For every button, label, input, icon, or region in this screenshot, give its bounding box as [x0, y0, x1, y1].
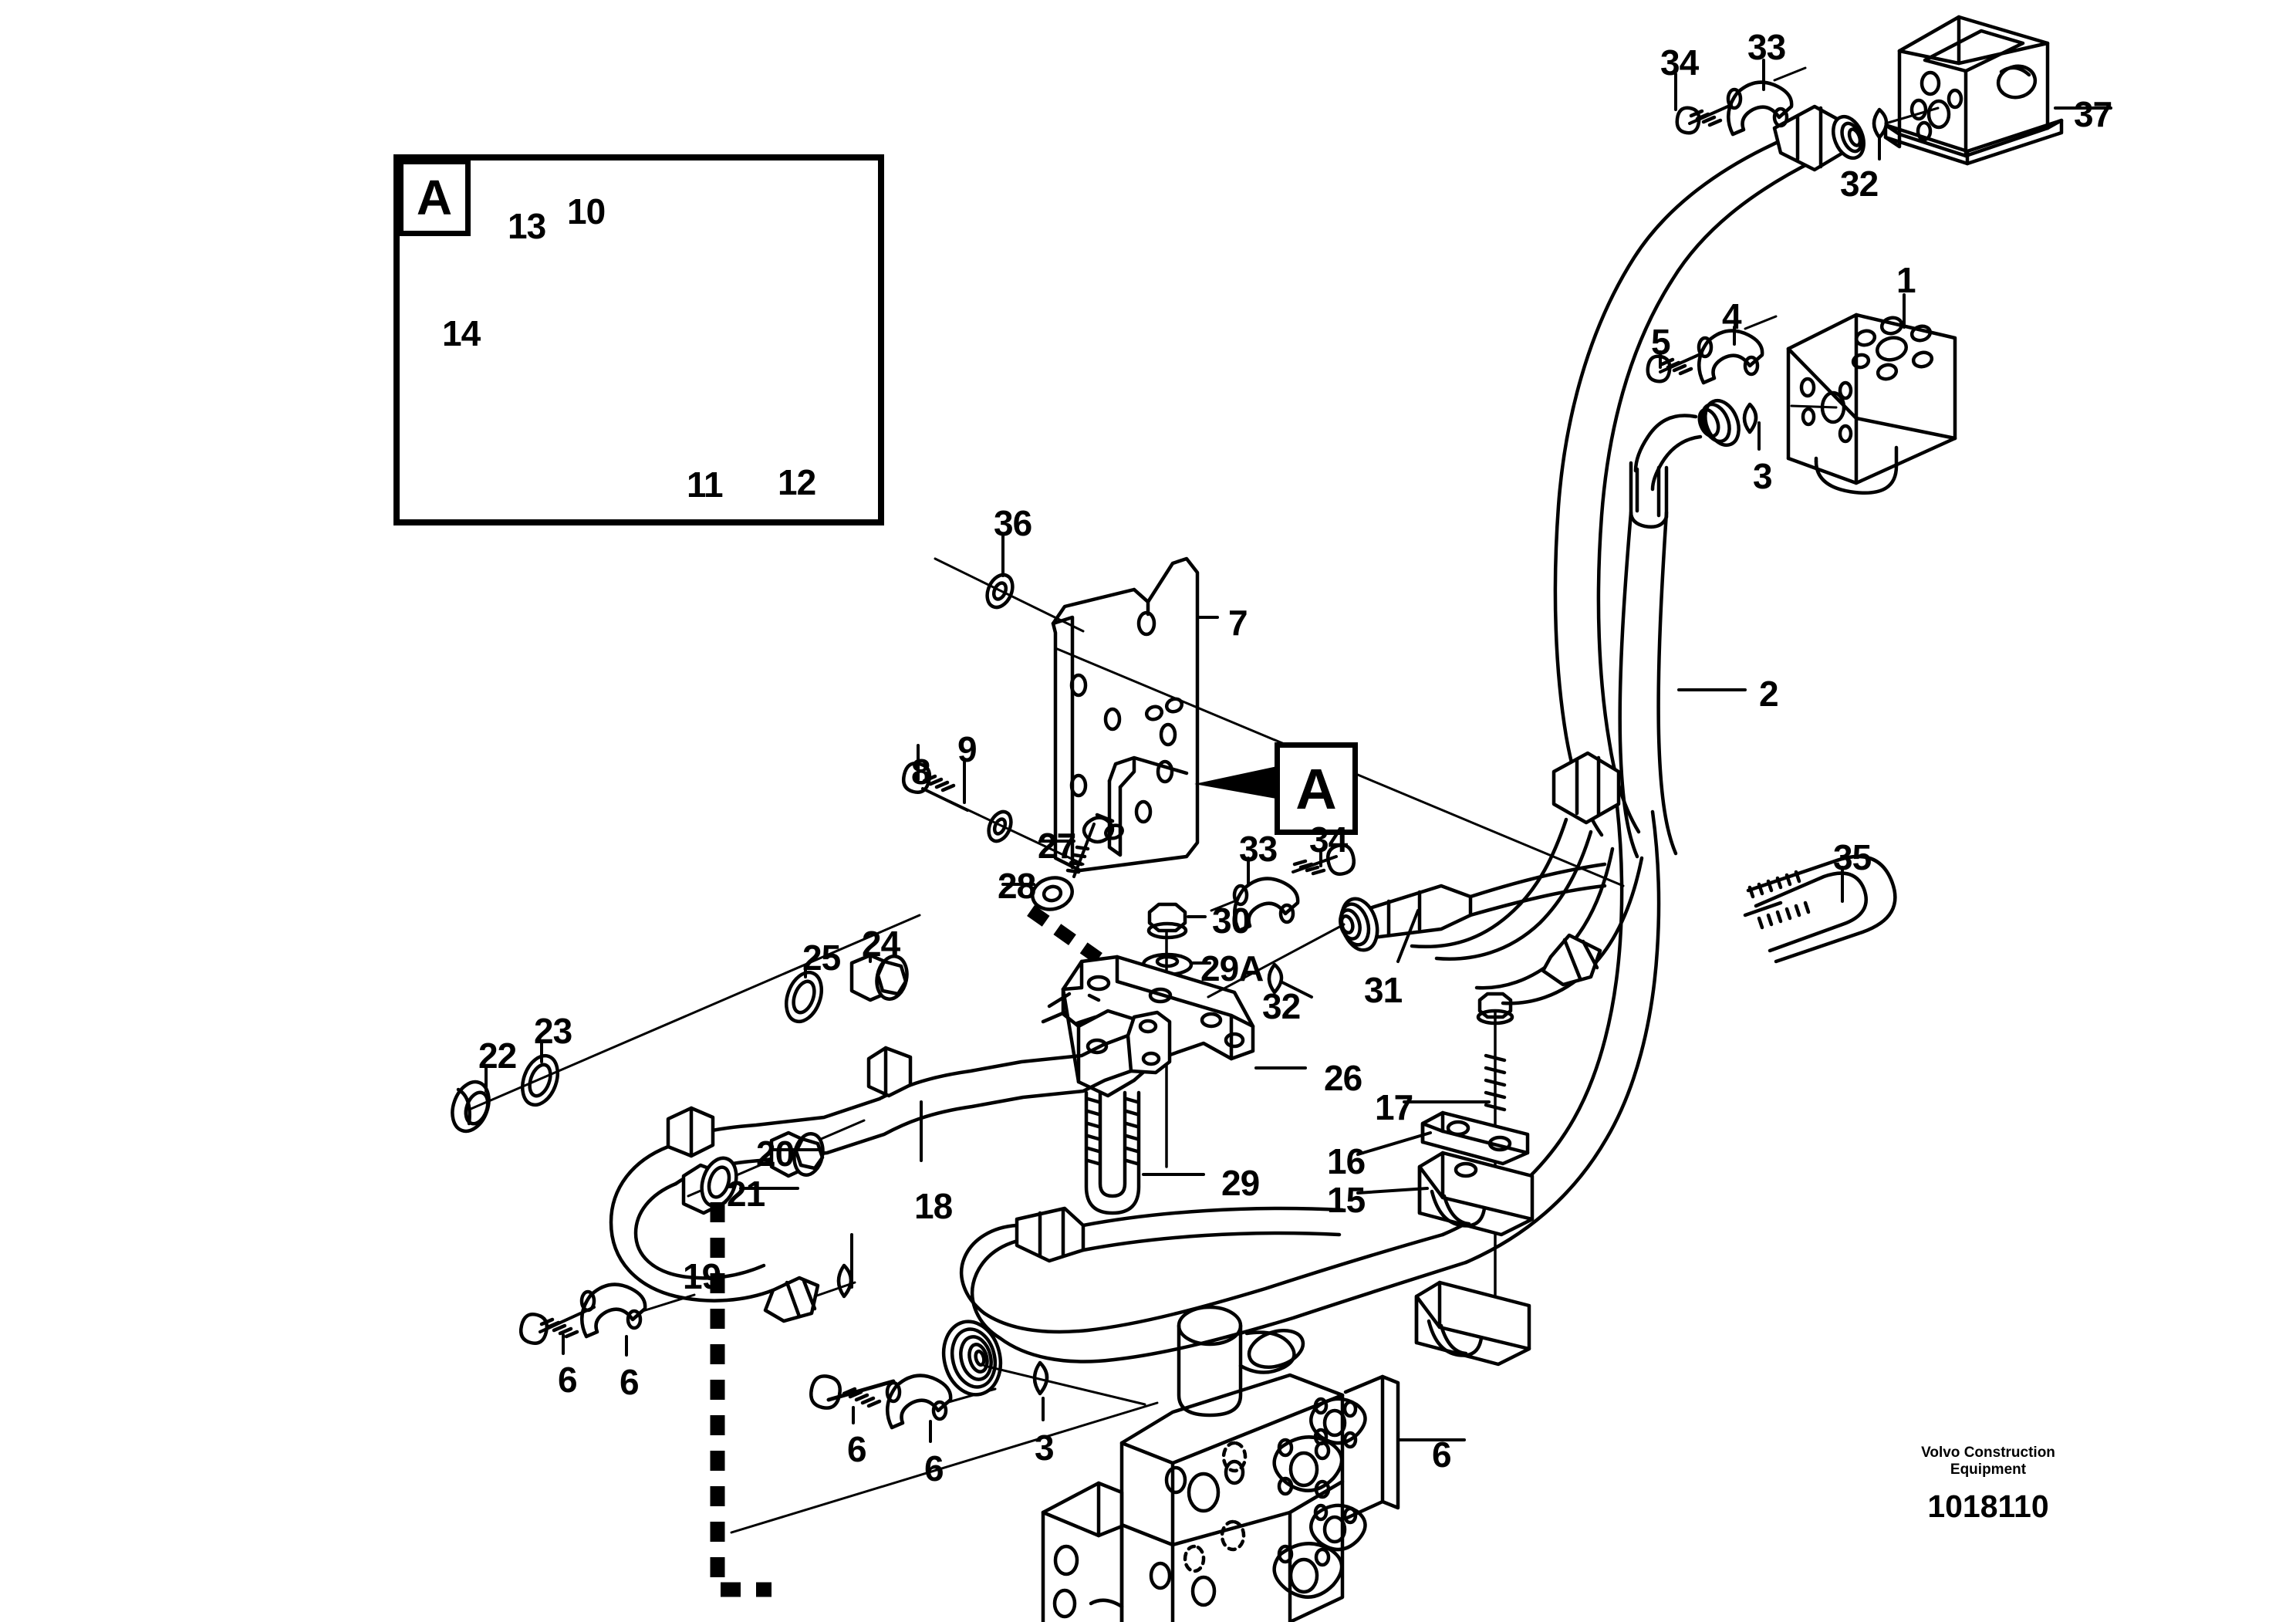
detail-panel-label: A — [416, 170, 453, 225]
callout-number-c16: 16 — [1327, 1141, 1366, 1181]
callout-number-c6b: 6 — [620, 1362, 640, 1402]
callout-number-c29: 29 — [1221, 1163, 1260, 1203]
detail-panel-a — [393, 154, 884, 525]
brand-line-2: Equipment — [1950, 1461, 2027, 1478]
callout-number-c31: 31 — [1364, 970, 1403, 1010]
callout-number-c7: 7 — [1228, 603, 1248, 643]
detail-callout-marker-label: A — [1295, 756, 1337, 821]
callout-number-c32a: 32 — [1840, 164, 1879, 204]
callout-number-c34b: 34 — [1309, 819, 1348, 860]
callout-number-c6e: 6 — [1432, 1434, 1452, 1475]
callout-number-c35: 35 — [1833, 837, 1872, 877]
callout-number-c24: 24 — [862, 924, 900, 964]
callout-number-c34a: 34 — [1660, 42, 1699, 83]
footer: Volvo Construction Equipment 1018110 — [1861, 1445, 2115, 1525]
callout-number-c23: 23 — [534, 1011, 572, 1051]
detail-callout-number-d14: 14 — [442, 313, 481, 353]
brand-line-1: Volvo Construction — [1921, 1445, 2055, 1461]
callout-number-c20: 20 — [756, 1134, 795, 1174]
brand-name: Volvo Construction Equipment — [1861, 1445, 2115, 1479]
callout-number-c1: 1 — [1896, 260, 1916, 300]
callout-number-c30: 30 — [1212, 901, 1251, 941]
callout-number-c22: 22 — [478, 1036, 517, 1076]
callout-number-c3b: 3 — [1035, 1428, 1055, 1468]
callout-number-c6a: 6 — [558, 1360, 578, 1400]
callout-number-c18: 18 — [914, 1186, 953, 1226]
detail-callout-number-d10: 10 — [567, 191, 606, 231]
callout-number-c32b: 32 — [1262, 986, 1301, 1026]
detail-callout-marker-box[interactable]: A — [1275, 742, 1358, 835]
callout-number-c27: 27 — [1038, 826, 1076, 866]
callout-number-c8: 8 — [911, 752, 931, 792]
callout-number-c3a: 3 — [1753, 456, 1773, 496]
callout-number-c33b: 33 — [1239, 829, 1278, 869]
callout-number-c15: 15 — [1327, 1180, 1366, 1220]
callout-number-c19: 19 — [683, 1256, 721, 1296]
callout-number-c26: 26 — [1324, 1058, 1362, 1098]
callout-number-c2: 2 — [1759, 674, 1779, 714]
callout-number-c36: 36 — [994, 503, 1032, 543]
detail-panel-label-box: A — [398, 159, 471, 236]
callout-number-c33a: 33 — [1747, 27, 1786, 67]
drawing-number: 1018110 — [1927, 1488, 2049, 1524]
callout-number-c28: 28 — [998, 866, 1036, 906]
callout-number-c29A: 29A — [1200, 948, 1264, 988]
detail-callout-number-d11: 11 — [687, 465, 724, 505]
callout-number-c9: 9 — [957, 729, 977, 769]
callout-number-c25: 25 — [802, 938, 841, 978]
callout-number-c37: 37 — [2074, 94, 2112, 134]
callout-number-c17: 17 — [1375, 1087, 1413, 1127]
callout-number-c21: 21 — [727, 1174, 765, 1214]
callout-number-c6c: 6 — [847, 1429, 867, 1469]
callout-number-c6d: 6 — [924, 1448, 944, 1489]
callout-number-c5: 5 — [1651, 322, 1671, 362]
callout-number-c4: 4 — [1722, 296, 1742, 336]
detail-callout-number-d12: 12 — [778, 462, 816, 502]
detail-callout-number-d13: 13 — [508, 206, 546, 246]
